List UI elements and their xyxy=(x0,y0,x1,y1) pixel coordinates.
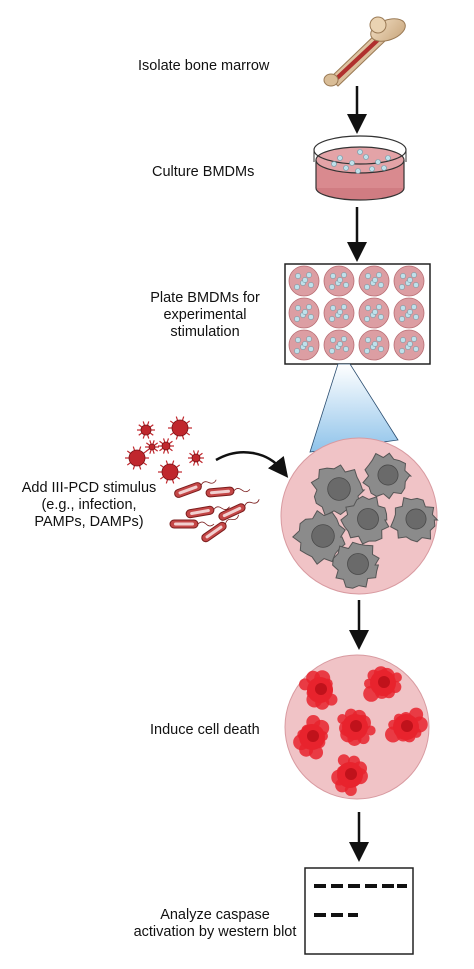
petri-dish-icon xyxy=(313,135,407,201)
dead-cell-icon xyxy=(331,754,368,796)
virus-particle xyxy=(168,416,192,440)
bacterium xyxy=(185,505,230,519)
step-stimulus-label: Add III-PCD stimulus (e.g., infection, P… xyxy=(21,480,157,530)
well xyxy=(288,329,320,361)
step-culture-label: Culture BMDMs xyxy=(152,164,255,180)
bone-icon xyxy=(323,16,406,87)
macrophage-icon xyxy=(340,495,390,545)
virus-icon xyxy=(125,416,204,484)
well xyxy=(288,297,320,329)
well-plate-icon xyxy=(284,263,431,365)
dead-cell-icon xyxy=(385,707,428,743)
step-analyze-label: Analyze caspase activation by western bl… xyxy=(133,907,297,940)
macrophage-icon xyxy=(390,496,439,543)
virus-particle xyxy=(145,440,159,454)
well xyxy=(393,297,425,329)
virus-particle xyxy=(158,460,182,484)
bacterium xyxy=(218,499,260,521)
macrophage-icon xyxy=(292,509,346,565)
step-plate-label: Plate BMDMs for experimental stimulation xyxy=(150,290,260,340)
dead-cell-icon xyxy=(293,715,330,760)
western-blot-icon xyxy=(304,867,414,955)
macrophage-icon xyxy=(362,452,413,500)
step-death-label: Induce cell death xyxy=(150,722,260,738)
virus-particle xyxy=(158,438,174,454)
bacterium xyxy=(201,514,239,543)
virus-particle xyxy=(188,450,204,466)
virus-particle xyxy=(137,421,155,439)
zoom-beam xyxy=(309,363,399,453)
well xyxy=(358,297,390,329)
bacterium xyxy=(205,486,251,498)
well xyxy=(393,265,425,297)
bacterium xyxy=(169,519,215,529)
dead-cell-icon xyxy=(299,670,338,710)
dead-cells-circle xyxy=(284,654,430,800)
curved-arrow xyxy=(215,451,289,478)
macrophage-icon xyxy=(332,541,380,589)
macrophage-zoom-circle xyxy=(280,437,439,595)
well xyxy=(323,297,355,329)
well xyxy=(323,329,355,361)
well xyxy=(358,265,390,297)
well xyxy=(393,329,425,361)
dead-cell-icon xyxy=(337,708,376,746)
virus-particle xyxy=(125,446,149,470)
well xyxy=(288,265,320,297)
step-isolate-label: Isolate bone marrow xyxy=(138,58,270,74)
dead-cell-icon xyxy=(363,666,402,702)
well xyxy=(358,329,390,361)
bacteria-icon xyxy=(169,479,260,543)
bacterium xyxy=(174,479,217,498)
well xyxy=(323,265,355,297)
